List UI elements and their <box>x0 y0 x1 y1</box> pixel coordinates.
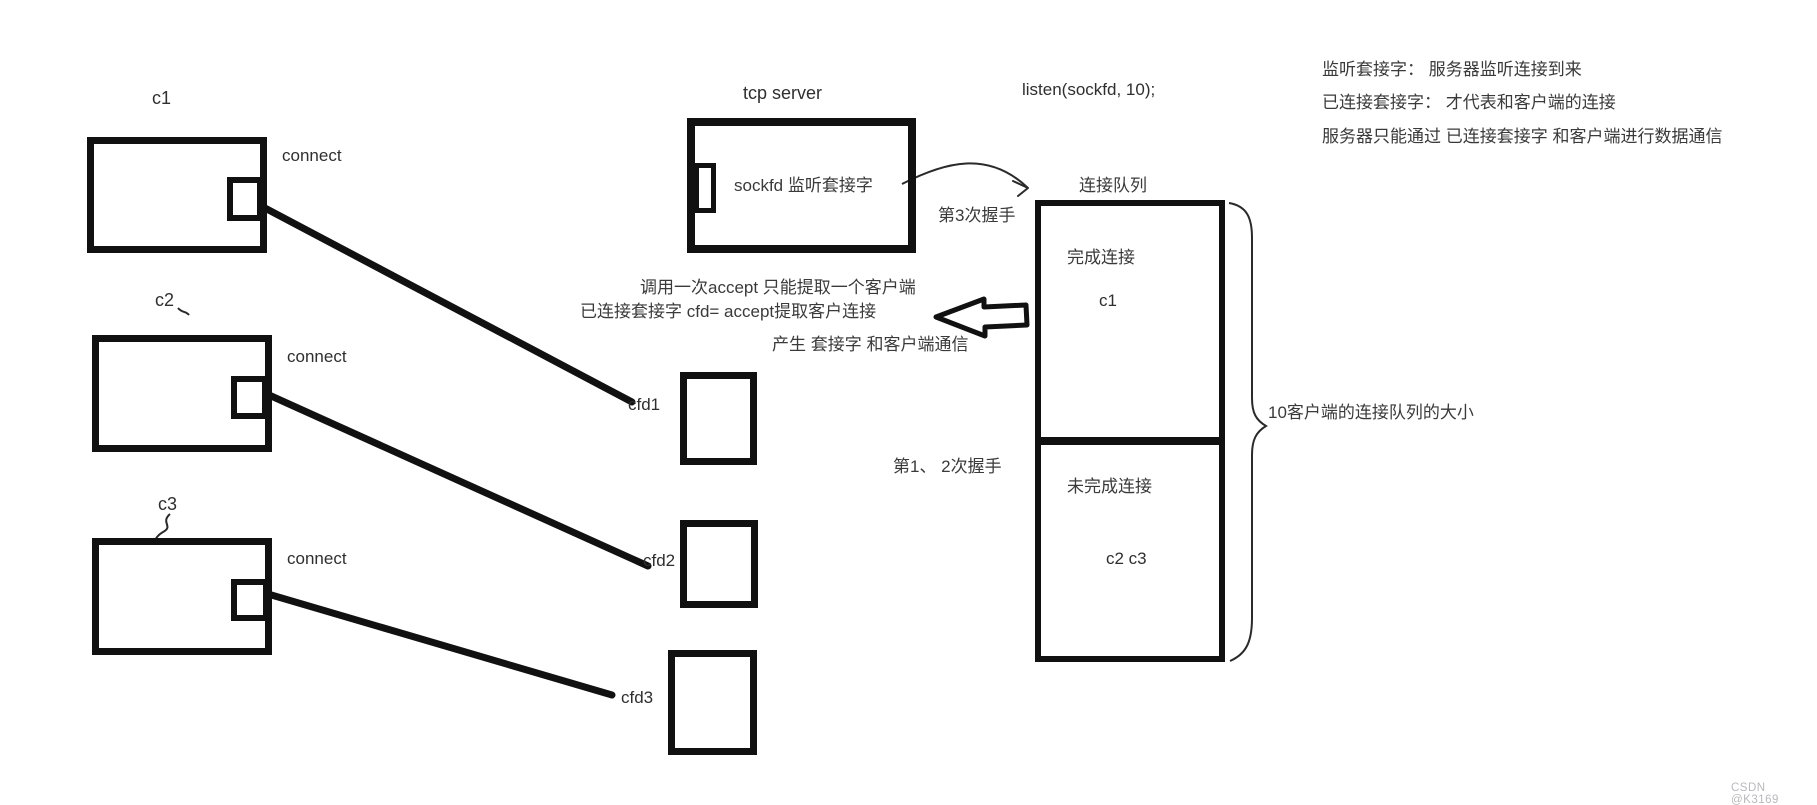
client3-socket-square <box>231 579 269 621</box>
client1-connect-label: connect <box>282 146 342 165</box>
client2-connect-label: connect <box>287 347 347 366</box>
server-sockfd-square <box>694 163 716 213</box>
server-box <box>687 118 916 253</box>
server-sockfd-label: sockfd 监听套接字 <box>734 176 873 195</box>
cfd2-label: cfd2 <box>643 551 676 570</box>
connect-line-c2-cfd2 <box>265 391 652 570</box>
listen-call-label: listen(sockfd, 10); <box>1022 80 1156 99</box>
queue-size-note: 10客户端的连接队列的大小 <box>1268 403 1474 422</box>
queue-title: 连接队列 <box>1079 176 1147 195</box>
accept-note-line3: 产生 套接字 和客户端通信 <box>772 335 969 354</box>
c3-label-squiggle <box>151 513 171 542</box>
client1-box <box>87 137 267 253</box>
server-title: tcp server <box>743 83 823 103</box>
queue-incomplete-items: c2 c3 <box>1106 549 1147 568</box>
cfd1-box <box>680 372 757 465</box>
queue-completed-label: 完成连接 <box>1067 248 1135 267</box>
client1-label: c1 <box>152 88 172 108</box>
connect-line-c3-cfd3 <box>264 590 616 699</box>
client3-connect-label: connect <box>287 549 347 568</box>
watermark-text: CSDN @K3169 <box>1731 782 1779 805</box>
queue-size-brace <box>1228 202 1268 662</box>
client2-box <box>92 335 272 452</box>
note-listening-socket: 监听套接字： 服务器监听连接到来 <box>1322 60 1582 79</box>
accept-note-line2: 已连接套接字 cfd= accept提取客户连接 <box>580 302 877 321</box>
queue-box <box>1035 200 1225 662</box>
cfd1-label: cfd1 <box>628 395 661 414</box>
client2-label: c2 <box>155 290 175 310</box>
first-second-handshake-label: 第1、 2次握手 <box>893 457 1002 476</box>
client1-socket-square <box>227 177 263 221</box>
accept-left-arrow-icon <box>933 296 1030 339</box>
queue-divider <box>1035 437 1225 445</box>
note-connected-socket: 已连接套接字： 才代表和客户端的连接 <box>1322 93 1616 112</box>
connect-line-c1-cfd1 <box>259 203 636 406</box>
queue-completed-items: c1 <box>1099 291 1117 310</box>
note-server-comm: 服务器只能通过 已连接套接字 和客户端进行数据通信 <box>1322 127 1723 146</box>
cfd3-label: cfd3 <box>621 688 654 707</box>
client3-label: c3 <box>158 494 178 514</box>
third-handshake-label: 第3次握手 <box>938 206 1016 225</box>
c2-label-tail <box>177 307 190 316</box>
cfd2-box <box>680 520 758 608</box>
queue-incomplete-label: 未完成连接 <box>1067 477 1152 496</box>
cfd3-box <box>668 650 757 755</box>
handshake-arrow <box>901 162 1029 197</box>
accept-note-line1: 调用一次accept 只能提取一个客户端 <box>640 278 916 297</box>
client2-socket-square <box>231 376 268 419</box>
